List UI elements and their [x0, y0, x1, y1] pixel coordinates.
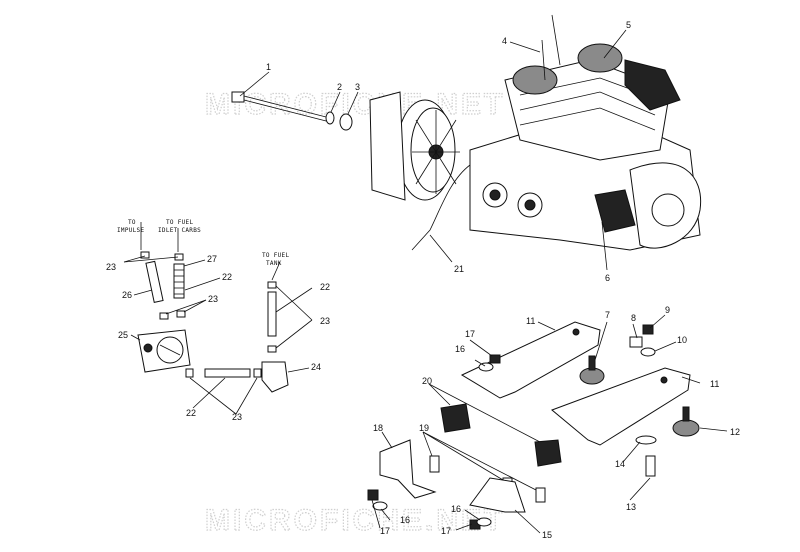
caption-to-impulse-line-1: TO: [128, 219, 136, 226]
callout-8: 8: [631, 313, 636, 323]
callout-23-tank: 23: [320, 316, 330, 326]
callout-4: 4: [502, 36, 507, 46]
watermark-bottom: MICROFICHE.NET: [205, 504, 505, 537]
caption-to-tank-line-1: TO FUEL: [262, 252, 289, 259]
callout-24: 24: [311, 362, 321, 372]
callout-16-lower-left: 16: [400, 515, 410, 525]
callout-9: 9: [665, 305, 670, 315]
callout-18: 18: [373, 423, 383, 433]
callout-27: 27: [207, 254, 217, 264]
callout-11-left: 11: [526, 316, 535, 326]
callout-2: 2: [337, 82, 342, 92]
callout-13: 13: [626, 502, 636, 512]
callout-22-tank: 22: [320, 282, 330, 292]
callout-7: 7: [605, 310, 610, 320]
callout-17-lower-left: 17: [380, 526, 390, 536]
callout-11-right: 11: [710, 379, 719, 389]
callout-14: 14: [615, 459, 625, 469]
engine-mounts: [367, 321, 700, 530]
callout-20: 20: [422, 376, 432, 386]
fuel-pump-assembly: [137, 251, 289, 393]
callout-23-top: 23: [106, 262, 116, 272]
caption-to-carbs-line-2: IDLET CARBS: [158, 227, 201, 234]
callout-6: 6: [605, 273, 610, 283]
callout-21: 21: [454, 264, 464, 274]
watermark-top: MICROFICHE.NET: [205, 88, 505, 121]
caption-to-tank-line-2: TANK: [266, 260, 282, 267]
callout-12: 12: [730, 427, 740, 437]
washer-part-2: [325, 111, 335, 125]
callout-15: 15: [542, 530, 552, 540]
leader-lines: [123, 29, 728, 534]
callout-19: 19: [419, 423, 429, 433]
bolt-part-1: [231, 91, 331, 123]
callout-5: 5: [626, 20, 631, 30]
callout-10: 10: [677, 335, 687, 345]
callout-26: 26: [122, 290, 132, 300]
callout-25: 25: [118, 330, 128, 340]
callout-3: 3: [355, 82, 360, 92]
callout-17-upper: 17: [465, 329, 475, 339]
caption-to-carbs-line-1: TO FUEL: [166, 219, 193, 226]
callout-16-upper: 16: [455, 344, 465, 354]
callout-23-mid: 23: [208, 294, 218, 304]
callout-17-lower-mid: 17: [441, 526, 451, 536]
caption-to-impulse-line-2: IMPULSE: [117, 227, 144, 234]
callout-1: 1: [266, 62, 271, 72]
engine-assembly: [369, 14, 702, 251]
callout-22-lower: 22: [186, 408, 196, 418]
callout-22-pump: 22: [222, 272, 232, 282]
washer-part-3: [339, 113, 353, 131]
callout-16-lower-mid: 16: [451, 504, 461, 514]
callout-23-lower: 23: [232, 412, 242, 422]
